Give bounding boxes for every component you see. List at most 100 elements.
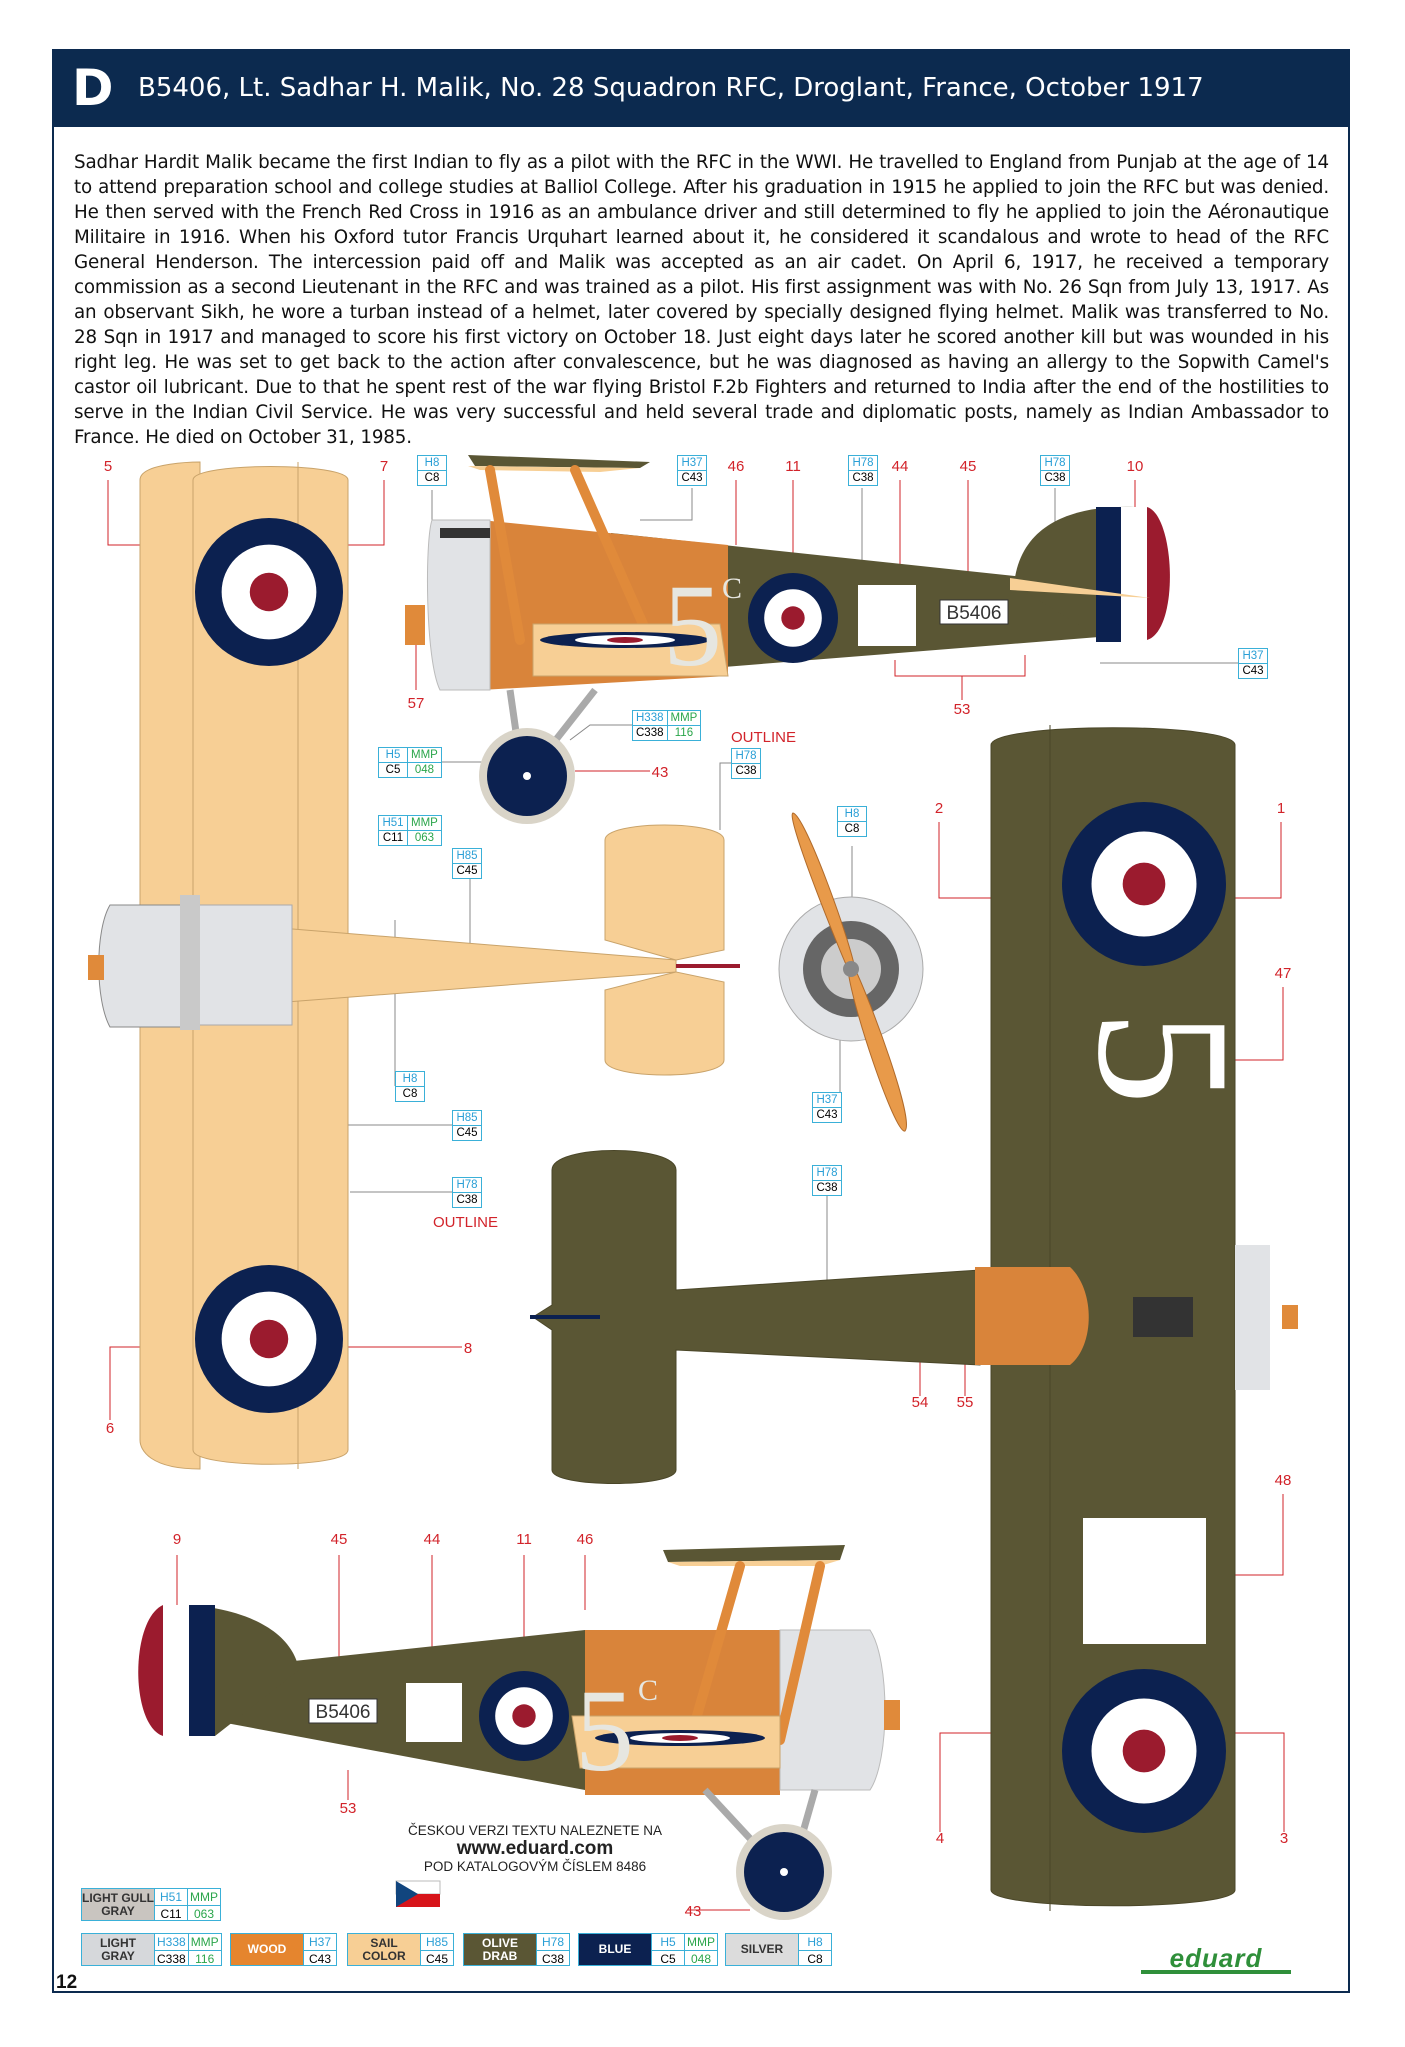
humbrol-code: H85 <box>453 849 481 864</box>
profile-title: B5406, Lt. Sadhar H. Malik, No. 28 Squad… <box>138 73 1204 103</box>
gunze-code: C338 <box>157 1952 186 1966</box>
mmp-code: 063 <box>414 832 435 844</box>
callout-number: 2 <box>934 800 944 817</box>
callout-number: 44 <box>423 1531 441 1548</box>
mmp-label: MMP <box>667 711 701 726</box>
humbrol-code: H37 <box>678 456 706 471</box>
callout-number: 45 <box>330 1531 348 1548</box>
callout-number: 54 <box>911 1394 929 1411</box>
callout-number: 3 <box>1279 1830 1289 1847</box>
mmp-code: 116 <box>195 1952 215 1966</box>
callout-number: 9 <box>172 1531 182 1548</box>
outline-label: OUTLINE <box>433 1214 499 1231</box>
swatch-name: SILVER <box>726 1934 798 1965</box>
mmp-label: MMP <box>188 1935 221 1951</box>
code-letter-left: C <box>638 1674 658 1707</box>
callout-number: 53 <box>339 1800 357 1817</box>
bottom-view: 5 <box>530 725 1298 1911</box>
czech-line1: ČESKOU VERZI TEXTU NALEZNETE NA <box>407 1823 663 1838</box>
gunze-code: C38 <box>456 1194 478 1206</box>
gunze-code: C11 <box>382 832 404 844</box>
profile-letter: D <box>72 59 114 117</box>
eduard-url[interactable]: www.eduard.com <box>456 1838 614 1859</box>
top-view <box>88 461 740 1470</box>
callout-number: 47 <box>1274 965 1292 982</box>
swatch-name: OLIVE DRAB <box>464 1934 536 1965</box>
gunze-code: C43 <box>1242 665 1264 677</box>
humbrol-code: H78 <box>813 1166 841 1181</box>
humbrol-code: H37 <box>813 1093 841 1108</box>
eduard-logo: eduard <box>1141 1945 1291 1974</box>
humbrol-code: H8 <box>799 1934 831 1951</box>
gunze-code: C338 <box>636 727 664 739</box>
humbrol-code: H8 <box>396 1072 424 1087</box>
gunze-code: C5 <box>660 1952 676 1966</box>
callout-number: 8 <box>463 1340 473 1357</box>
callout-number: 7 <box>379 458 389 475</box>
callout-number: 4 <box>935 1830 945 1847</box>
gunze-code: C45 <box>456 865 478 877</box>
gunze-code: C43 <box>816 1109 838 1121</box>
code-number-left: 5 <box>575 1665 634 1796</box>
callout-number: 53 <box>953 701 971 718</box>
humbrol-code: H51 <box>379 816 407 831</box>
gunze-code: C43 <box>308 1952 331 1966</box>
callout-number: 43 <box>651 764 669 781</box>
gunze-code: C45 <box>425 1952 448 1966</box>
gunze-code: C8 <box>807 1952 823 1966</box>
callout-number: 11 <box>516 1531 532 1548</box>
callout-number: 55 <box>956 1394 974 1411</box>
side-view-right: B5406 5 C <box>405 455 1170 824</box>
humbrol-code: H85 <box>421 1934 453 1951</box>
mmp-label: MMP <box>408 816 441 831</box>
gunze-code: C43 <box>681 472 703 484</box>
humbrol-code: H78 <box>732 749 760 764</box>
humbrol-code: H37 <box>1239 649 1267 664</box>
gunze-code: C38 <box>852 472 874 484</box>
mmp-label: MMP <box>685 1935 717 1951</box>
gunze-code: C38 <box>816 1182 838 1194</box>
humbrol-code: H338 <box>155 1935 188 1951</box>
gunze-code: C8 <box>424 472 440 484</box>
humbrol-code: H338 <box>633 711 667 726</box>
gunze-code: C8 <box>402 1088 418 1100</box>
humbrol-code: H5 <box>379 748 407 763</box>
czech-flag-icon <box>395 1880 441 1907</box>
humbrol-code: H78 <box>1041 456 1069 471</box>
swatch-name: WOOD <box>231 1934 303 1965</box>
gunze-code: C11 <box>160 1907 182 1921</box>
page-number: 12 <box>56 1972 78 1993</box>
